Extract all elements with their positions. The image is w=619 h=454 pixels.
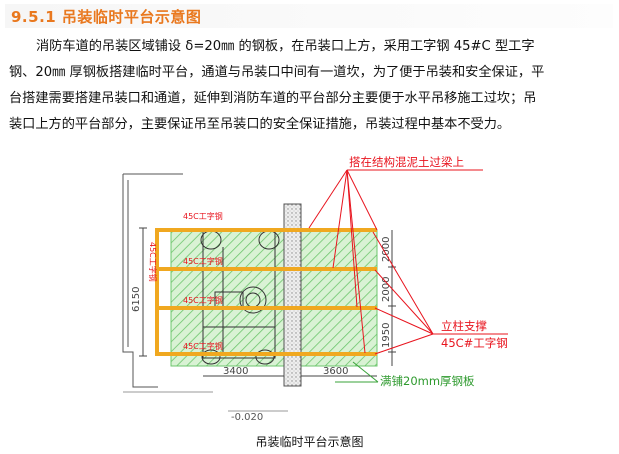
dim-height — [139, 227, 147, 357]
paragraph-line: 消防车道的吊装区域铺设 δ=20㎜ 的钢板，在吊装口上方，采用工字钢 45#C … — [36, 39, 535, 54]
beam-tag-4: 45C工字钢 — [183, 341, 223, 351]
beam-tag-3: 45C工字钢 — [183, 295, 223, 305]
body-paragraph: 消防车道的吊装区域铺设 δ=20㎜ 的钢板，在吊装口上方，采用工字钢 45#C … — [9, 34, 610, 138]
elevation-label: -0.020 — [231, 412, 263, 423]
building-outline — [122, 173, 213, 393]
dim-width-outer: 3600 — [323, 366, 348, 377]
dim-seg-mid: 2000 — [381, 277, 392, 302]
label-i-beam: 45C#工字钢 — [441, 336, 508, 350]
dim-width-inner: 3400 — [223, 366, 248, 377]
leader-steel-plate — [335, 361, 379, 383]
label-steel-plate: 满铺20mm厚钢板 — [380, 374, 475, 388]
platform-diagram: 45C工字钢 45C工字钢 45C工字钢 45C工字钢 45C工字钢 6150 … — [122, 155, 508, 423]
section-heading-bar: 9.5.1 吊装临时平台示意图 — [5, 4, 613, 28]
section-heading: 9.5.1 吊装临时平台示意图 — [11, 8, 202, 26]
i-beam-group — [155, 228, 377, 356]
beam-tag-1: 45C工字钢 — [183, 211, 223, 221]
dim-seg-top: 2000 — [381, 237, 392, 262]
dim-right-segments — [388, 230, 396, 366]
steel-plate-area-left — [170, 229, 285, 367]
figure-caption: 吊装临时平台示意图 — [255, 435, 364, 449]
dim-seg-bottom: 1950 — [381, 323, 392, 348]
dim-height-label: 6150 — [131, 287, 142, 312]
beam-tag-2: 45C工字钢 — [183, 256, 223, 266]
leader-lines-right — [372, 231, 508, 355]
paragraph-line: 台搭建需要搭建吊装口和通道，延伸到消防车道的平台部分主要便于水平吊移施工过坎；吊 — [9, 91, 537, 106]
steel-plate-area-right — [300, 229, 378, 367]
concrete-wall — [283, 203, 302, 387]
label-beam-over: 搭在结构混泥土过梁上 — [349, 155, 464, 169]
label-column-support: 立柱支撑 — [441, 319, 487, 333]
vertical-beam-tag: 45C工字钢 — [148, 242, 158, 282]
paragraph-line: 钢、20㎜ 厚钢板搭建临时平台，通道与吊装口中间有一道坎，为了便于吊装和安全保证… — [9, 65, 545, 80]
paragraph-line: 装口上方的平台部分，主要保证吊至吊装口的安全保证措施，吊装过程中基本不受力。 — [9, 117, 511, 132]
leader-lines-top — [308, 169, 483, 354]
